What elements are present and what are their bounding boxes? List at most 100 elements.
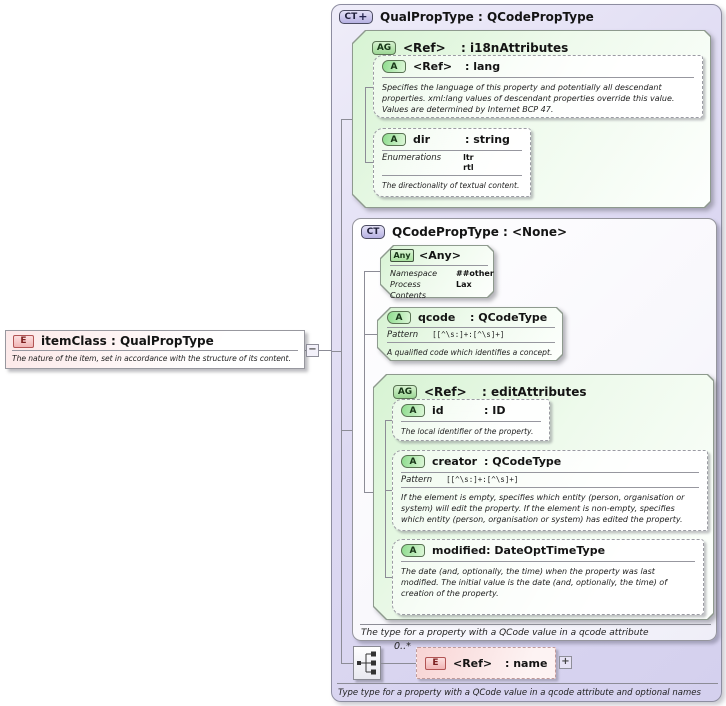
- modified-type: : DateOptTimeType: [486, 544, 606, 557]
- creator-description: If the element is empty, specifies which…: [401, 493, 685, 524]
- namespace-label: Namespace: [390, 269, 438, 278]
- element-box-itemclass[interactable]: E itemClass : QualPropType The nature of…: [5, 330, 305, 369]
- any-icon: Any: [390, 249, 414, 262]
- enum-value: rtl: [463, 163, 474, 172]
- tree-stub-creator: [385, 490, 393, 491]
- i18nattributes-header: AG <Ref> : i18nAttributes: [364, 37, 576, 57]
- enumerations-row: Enumerations ltr rtl: [374, 153, 530, 173]
- creator-type: : QCodeType: [484, 455, 562, 468]
- enum-value: ltr: [463, 153, 474, 162]
- complextype-box-qcodeproptype[interactable]: CT QCodePropType : <None> Any <Any>: [352, 218, 717, 641]
- attrgroup-box-editattributes[interactable]: AG <Ref> : editAttributes A id : ID The lo…: [373, 374, 714, 620]
- divider: [401, 561, 695, 562]
- attribute-box-modified[interactable]: A modified: DateOptTimeType The date (an…: [392, 539, 704, 615]
- dir-type: : string: [465, 133, 510, 146]
- tree-line: [365, 87, 366, 163]
- editattributes-header: AG <Ref> : editAttributes: [385, 381, 595, 401]
- process-contents-label: Process Contents: [390, 280, 426, 300]
- pattern-label: Pattern: [401, 475, 433, 485]
- divider: [360, 624, 711, 625]
- id-type: : ID: [484, 404, 506, 417]
- creator-name: creator: [432, 455, 478, 468]
- ct-glyph: CT: [344, 12, 358, 22]
- divider: [387, 327, 555, 328]
- tree-stub-any: [364, 271, 381, 272]
- attribute-box-dir[interactable]: A dir: string Enumerations ltr rtl The d…: [373, 128, 531, 197]
- qcode-name: qcode: [418, 311, 456, 324]
- tree-stub-lang: [365, 87, 374, 88]
- tree-stub-dir: [365, 162, 374, 163]
- name-element-ref: <Ref>: [453, 656, 493, 670]
- any-title: <Any>: [419, 249, 461, 262]
- id-name: id: [432, 404, 444, 417]
- i18n-ref-name: <Ref>: [403, 41, 446, 55]
- divider: [401, 421, 541, 422]
- any-wildcard-box[interactable]: Any <Any> Namespace ##other Process Conte…: [380, 245, 494, 300]
- qualproptype-footnote: Type type for a property with a QCode va…: [338, 688, 701, 698]
- divider: [401, 487, 699, 488]
- lang-name: <Ref>: [413, 60, 453, 73]
- choice-group-icon[interactable]: [353, 646, 381, 680]
- attrgroup-box-i18nattributes[interactable]: AG <Ref> : i18nAttributes A <Ref> : lang S…: [352, 30, 711, 208]
- dir-description: The directionality of textual content.: [382, 181, 520, 190]
- attribute-icon: A: [382, 133, 406, 146]
- namespace-value: ##other: [456, 269, 494, 278]
- divider: [390, 265, 488, 266]
- attribute-icon: A: [401, 544, 425, 557]
- divider: [382, 150, 522, 151]
- complextype-box-qualproptype[interactable]: CT+ QualPropType : QCodePropType AG <Ref…: [331, 4, 722, 702]
- attrgroup-icon: AG: [372, 41, 396, 55]
- pattern-label: Pattern: [387, 330, 419, 340]
- divider: [382, 77, 694, 78]
- attribute-box-creator[interactable]: A creator : QCodeType Pattern [[^\s:]+:[^…: [392, 450, 708, 531]
- attribute-box-lang[interactable]: A <Ref> : lang Specifies the language of …: [373, 55, 703, 118]
- qualproptype-title: QualPropType : QCodePropType: [380, 10, 594, 24]
- i18n-type: : i18nAttributes: [461, 41, 569, 55]
- tree-stub-choice: [341, 663, 354, 664]
- element-box-name[interactable]: E <Ref>: name: [416, 647, 556, 679]
- divider: [382, 175, 522, 176]
- tree-stub-basetype: [341, 430, 353, 431]
- complextype-icon: CT: [361, 225, 385, 239]
- plus-glyph: +: [358, 10, 368, 23]
- tree-stub-i18n: [341, 119, 353, 120]
- attrgroup-icon: AG: [393, 385, 417, 399]
- process-contents-value: Lax: [456, 280, 472, 289]
- attribute-icon: A: [401, 455, 425, 468]
- connector-name-line: [381, 663, 416, 664]
- divider: [12, 350, 298, 351]
- lang-type: : lang: [465, 60, 501, 73]
- collapse-icon[interactable]: −: [306, 344, 319, 357]
- tree-stub-editattributes: [364, 492, 374, 493]
- itemclass-title: itemClass : QualPropType: [41, 334, 214, 348]
- tree-line: [364, 271, 365, 493]
- tree-stub-id: [385, 420, 393, 421]
- tree-stub-qcode: [364, 334, 378, 335]
- qualproptype-header: CT+ QualPropType : QCodePropType: [339, 10, 594, 24]
- attribute-icon: A: [382, 60, 406, 73]
- modified-description: The date (and, optionally, the time) whe…: [401, 567, 668, 598]
- divider: [337, 683, 718, 684]
- id-description: The local identifier of the property.: [401, 427, 534, 436]
- divider: [387, 342, 555, 343]
- enumerations-label: Enumerations: [382, 153, 442, 163]
- lang-description: Specifies the language of this property …: [382, 83, 675, 114]
- editattributes-type: : editAttributes: [482, 385, 587, 399]
- attribute-box-id[interactable]: A id: ID The local identifier of the pro…: [392, 399, 550, 441]
- pattern-value: [[^\s:]+:[^\s]+]: [446, 475, 519, 484]
- editattributes-ref-name: <Ref>: [424, 385, 467, 399]
- tree-line: [341, 119, 342, 664]
- element-icon: E: [425, 656, 446, 670]
- tree-line: [385, 420, 386, 578]
- divider: [401, 472, 699, 473]
- expand-icon[interactable]: +: [559, 656, 572, 669]
- attribute-box-qcode[interactable]: A qcode: QCodeType Pattern [[^\s:]+:[^\s…: [377, 307, 563, 361]
- qcode-description: A qualified code which identifies a conc…: [387, 348, 553, 357]
- qcodeproptype-title: QCodePropType : <None>: [392, 225, 568, 239]
- occurrence-label: 0..*: [394, 641, 411, 652]
- pattern-value: [[^\s:]+:[^\s]+]: [432, 330, 505, 339]
- modified-name: modified: [432, 544, 487, 557]
- element-icon: E: [13, 334, 34, 348]
- tree-stub-entry: [332, 351, 342, 352]
